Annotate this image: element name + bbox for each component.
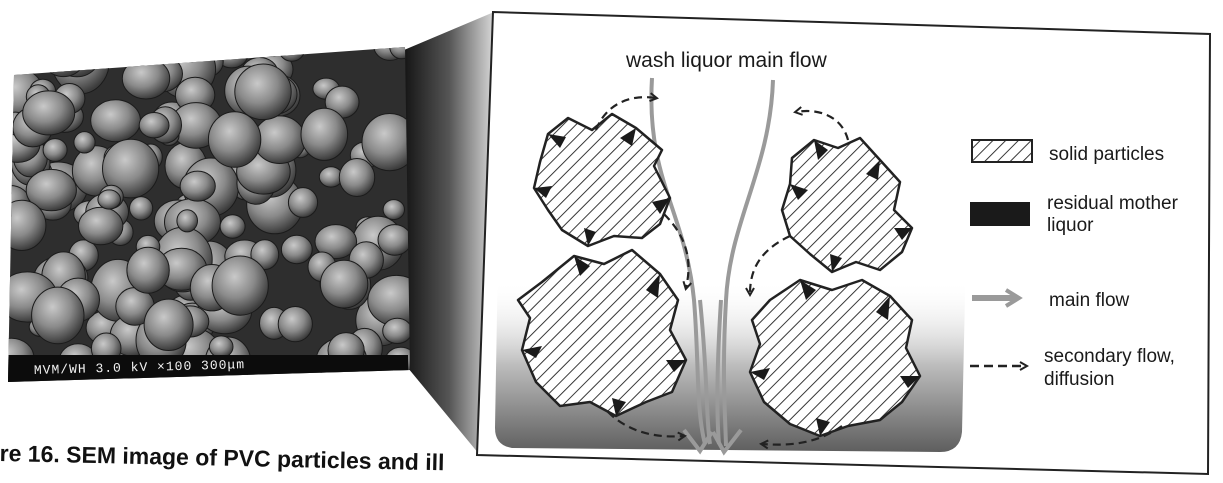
- sem-particle: [79, 207, 123, 244]
- diagram-title: wash liquor main flow: [625, 49, 828, 72]
- sem-particle: [208, 112, 260, 168]
- sem-particle: [261, 39, 282, 57]
- sem-particle: [144, 299, 193, 350]
- legend-label-solid-particles: solid particles: [1049, 144, 1164, 165]
- sem-particle: [281, 235, 312, 263]
- sem-image: MVM/WH 3.0 kV ×100 300μm: [0, 15, 425, 386]
- sem-particle: [98, 190, 121, 209]
- sem-particle: [278, 307, 312, 342]
- sem-particle: [131, 42, 153, 66]
- sem-particle: [139, 113, 169, 138]
- legend-label-main-flow: main flow: [1049, 290, 1130, 311]
- sem-particle: [383, 200, 404, 220]
- sem-particle: [0, 200, 46, 250]
- sem-particle: [127, 247, 169, 293]
- sem-particle: [23, 91, 75, 135]
- sem-particle: [383, 318, 412, 343]
- legend-swatch-solid-particles: [972, 140, 1032, 162]
- sem-particle: [212, 256, 268, 315]
- sem-particle: [50, 15, 104, 77]
- sem-particle: [209, 336, 233, 358]
- sem-particle: [39, 22, 89, 77]
- sem-particle: [288, 188, 317, 218]
- sem-particle: [320, 260, 367, 308]
- diagram-panel: wash liquor main flow: [477, 12, 1210, 474]
- sem-particle: [220, 215, 245, 238]
- legend-swatch-residual-mother-liquor: [970, 202, 1030, 226]
- sem-particle: [52, 28, 110, 94]
- sem-particle: [66, 48, 89, 67]
- sem-particle: [339, 159, 374, 197]
- sem-particle: [43, 139, 67, 162]
- sem-particle: [32, 287, 84, 344]
- sem-particle: [91, 100, 141, 142]
- sem-particle: [279, 38, 304, 61]
- sem-particle: [254, 116, 306, 164]
- sem-particle: [130, 197, 153, 220]
- sem-particle: [180, 171, 215, 201]
- sem-particle: [378, 225, 411, 256]
- sem-particle: [122, 58, 169, 99]
- sem-particle: [235, 64, 291, 120]
- sem-particle: [74, 132, 95, 153]
- sem-particle: [177, 210, 198, 232]
- sem-particle: [301, 108, 348, 160]
